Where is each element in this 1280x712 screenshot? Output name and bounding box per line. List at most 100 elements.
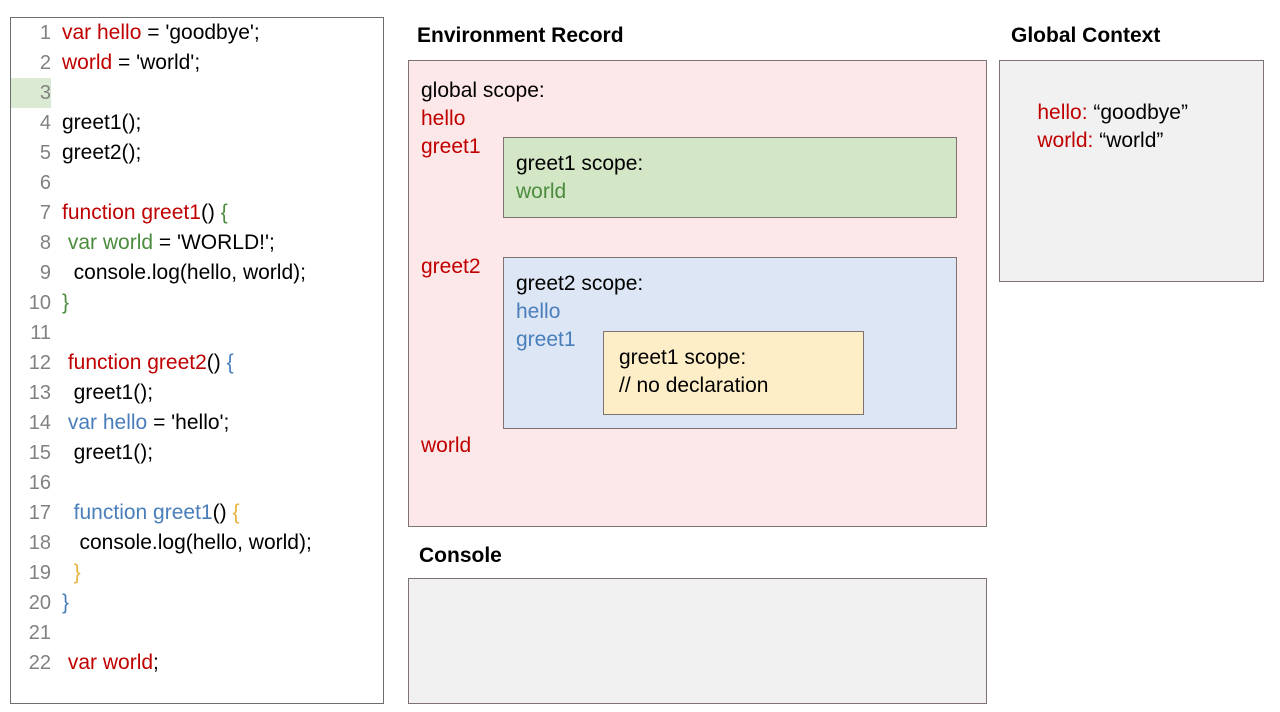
line-number: 8 xyxy=(39,232,51,254)
code-token: } xyxy=(62,591,70,614)
code-line[interactable]: 22 var world; xyxy=(11,648,383,678)
greet1-scope-box: greet1 scope: world xyxy=(503,137,957,218)
code-line[interactable]: 12 function greet2() { xyxy=(11,348,383,378)
code-line-text: var hello = 'hello'; xyxy=(51,408,230,438)
code-token: ; xyxy=(153,651,159,674)
code-line[interactable]: 10} xyxy=(11,288,383,318)
code-token xyxy=(62,561,74,584)
code-line-text: var world; xyxy=(51,648,159,678)
code-token: = 'world'; xyxy=(112,51,201,74)
code-token: var hello xyxy=(67,411,148,434)
line-number: 22 xyxy=(28,652,51,674)
code-line-text: function greet2() { xyxy=(51,348,234,378)
greet1-scope-binding-world: world xyxy=(516,180,567,203)
env-binding-hello: hello xyxy=(421,107,466,130)
code-token: console.log(hello, world); xyxy=(62,261,306,284)
code-token: var world xyxy=(67,231,154,254)
global-context-entry-hello: hello: “goodbye” xyxy=(1014,77,1188,149)
line-number: 5 xyxy=(39,142,51,164)
greet2-scope-binding-greet1: greet1 xyxy=(516,328,576,351)
code-token: { xyxy=(232,501,240,524)
code-token: function greet1 xyxy=(62,201,201,224)
code-line[interactable]: 16 xyxy=(11,468,383,498)
global-context-entry-world: world: “world” xyxy=(1014,105,1163,177)
code-line[interactable]: 14 var hello = 'hello'; xyxy=(11,408,383,438)
code-token: var hello xyxy=(62,21,142,44)
line-number: 18 xyxy=(28,532,51,554)
environment-record-box: global scope: hello greet1 greet2 world … xyxy=(408,60,987,527)
line-number: 17 xyxy=(28,502,51,524)
code-line[interactable]: 15 greet1(); xyxy=(11,438,383,468)
code-line[interactable]: 19 } xyxy=(11,558,383,588)
code-line-text: var world = 'WORLD!'; xyxy=(51,228,275,258)
code-token xyxy=(62,501,74,524)
code-token: () xyxy=(206,351,227,374)
code-token: () xyxy=(212,501,233,524)
global-context-key-hello: hello: xyxy=(1037,101,1088,124)
code-line[interactable]: 9 console.log(hello, world); xyxy=(11,258,383,288)
inner-greet1-scope-title: greet1 scope: xyxy=(619,346,747,369)
code-token: console.log(hello, world); xyxy=(62,531,312,554)
line-number: 12 xyxy=(28,352,51,374)
code-token: () xyxy=(200,201,221,224)
console-box[interactable] xyxy=(408,578,987,704)
code-line[interactable]: 6 xyxy=(11,168,383,198)
global-context-value-hello: “goodbye” xyxy=(1087,101,1188,124)
line-number: 16 xyxy=(28,472,51,494)
code-line[interactable]: 8 var world = 'WORLD!'; xyxy=(11,228,383,258)
code-line[interactable]: 18 console.log(hello, world); xyxy=(11,528,383,558)
code-line[interactable]: 3 xyxy=(11,78,383,108)
code-line-text: function greet1() { xyxy=(51,498,240,528)
code-token: var world xyxy=(67,651,154,674)
code-token: world xyxy=(62,51,113,74)
global-context-title: Global Context xyxy=(1011,24,1161,47)
code-token: greet1(); xyxy=(62,441,154,464)
code-line-text: function greet1() { xyxy=(51,198,228,228)
code-line[interactable]: 17 function greet1() { xyxy=(11,498,383,528)
code-line-text: console.log(hello, world); xyxy=(51,528,312,558)
code-token: { xyxy=(220,201,228,224)
inner-greet1-scope-box: greet1 scope: // no declaration xyxy=(603,331,864,415)
code-token: = 'hello'; xyxy=(147,411,230,434)
code-line[interactable]: 20} xyxy=(11,588,383,618)
line-number: 14 xyxy=(28,412,51,434)
code-token: = 'goodbye'; xyxy=(141,21,260,44)
line-number: 9 xyxy=(39,262,51,284)
code-line-text: greet2(); xyxy=(51,138,141,168)
line-number: 7 xyxy=(39,202,51,224)
environment-record-title: Environment Record xyxy=(417,24,624,47)
line-number: 11 xyxy=(30,322,51,344)
code-token: greet1(); xyxy=(62,381,154,404)
line-number: 1 xyxy=(39,22,51,44)
code-line-text: var hello = 'goodbye'; xyxy=(51,18,260,48)
console-title: Console xyxy=(419,544,502,567)
code-token: } xyxy=(62,291,70,314)
line-number: 2 xyxy=(39,52,51,74)
console-output xyxy=(409,579,986,599)
line-number: 20 xyxy=(28,592,51,614)
code-line-text: world = 'world'; xyxy=(51,48,200,78)
code-line[interactable]: 11 xyxy=(11,318,383,348)
code-line[interactable]: 13 greet1(); xyxy=(11,378,383,408)
line-number: 13 xyxy=(28,382,51,404)
code-line-text: } xyxy=(51,588,69,618)
code-line-text: } xyxy=(51,288,69,318)
code-token: = 'WORLD!'; xyxy=(153,231,275,254)
global-context-value-world: “world” xyxy=(1093,129,1164,152)
greet1-scope-title: greet1 scope: xyxy=(516,152,644,175)
code-line-text: } xyxy=(51,558,81,588)
code-line[interactable]: 21 xyxy=(11,618,383,648)
code-line-text: greet1(); xyxy=(51,108,141,138)
code-token: { xyxy=(226,351,234,374)
code-line-text: greet1(); xyxy=(51,378,153,408)
line-number: 15 xyxy=(28,442,51,464)
line-number: 6 xyxy=(39,172,51,194)
code-token: greet1(); xyxy=(62,111,142,134)
env-binding-greet2: greet2 xyxy=(421,255,481,278)
